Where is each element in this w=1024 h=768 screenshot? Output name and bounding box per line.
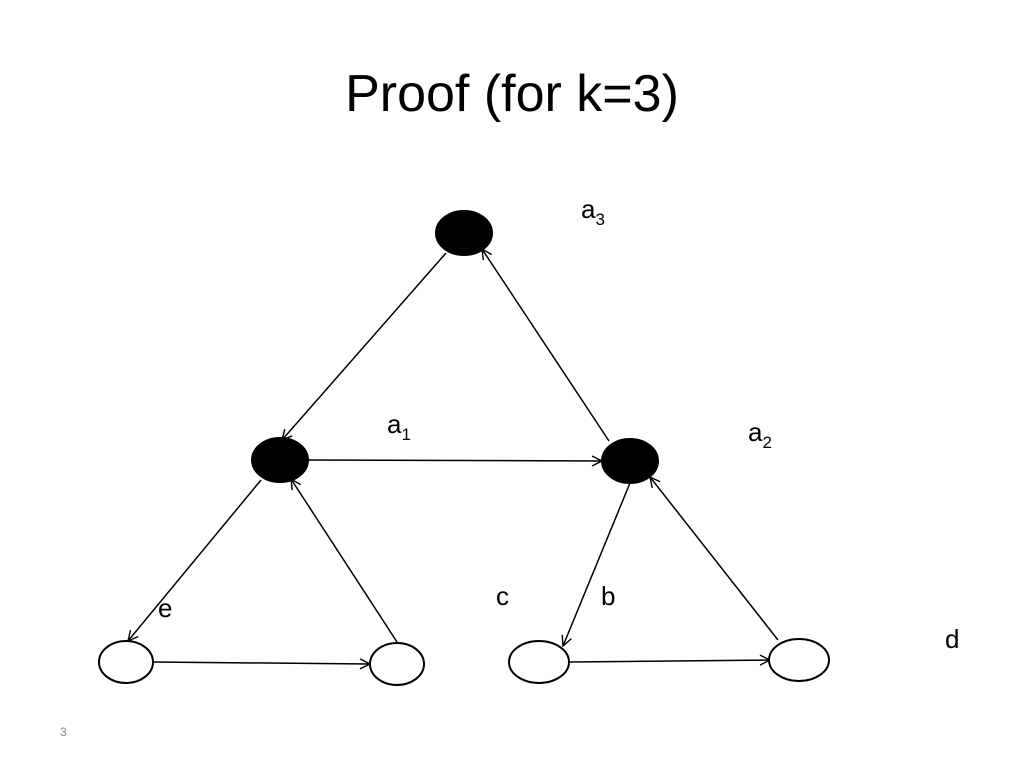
- label-a1: a1: [387, 409, 411, 444]
- node-bottom-left-1: [98, 640, 154, 684]
- label-c: c: [496, 581, 509, 611]
- node-bottom-right-2: [768, 638, 830, 682]
- edge-a1-to-bottom-left-1: [128, 479, 262, 641]
- edge-a3-to-a1: [282, 252, 447, 440]
- node-a3: [435, 210, 493, 256]
- edge-bottom-left-2-to-a1: [291, 479, 398, 643]
- edge-bottom-right-1-to-bottom-right-2: [568, 660, 770, 662]
- label-a3-base: a: [581, 194, 596, 224]
- node-bottom-right-1: [508, 640, 570, 684]
- node-a1: [251, 437, 309, 483]
- label-a2: a2: [748, 417, 772, 452]
- label-a3-sub: 3: [595, 210, 604, 229]
- node-bottom-left-2: [369, 642, 425, 686]
- label-a2-base: a: [748, 417, 763, 447]
- label-a2-sub: 2: [762, 433, 771, 452]
- slide-title: Proof (for k=3): [345, 65, 679, 123]
- node-a2: [601, 438, 659, 484]
- edge-a2-to-a3: [482, 249, 610, 442]
- edge-bottom-right-2-to-a2: [650, 477, 779, 641]
- edge-bottom-left-1-to-bottom-left-2: [152, 662, 370, 664]
- label-d: d: [945, 624, 959, 654]
- label-a3: a3: [581, 194, 605, 229]
- edge-a1-to-a2: [307, 460, 602, 461]
- label-a1-base: a: [387, 409, 402, 439]
- label-e: e: [158, 593, 172, 623]
- slide-number: 3: [60, 725, 67, 739]
- edge-a2-to-bottom-right-1: [563, 482, 631, 646]
- label-a1-sub: 1: [401, 425, 410, 444]
- label-b: b: [601, 581, 615, 611]
